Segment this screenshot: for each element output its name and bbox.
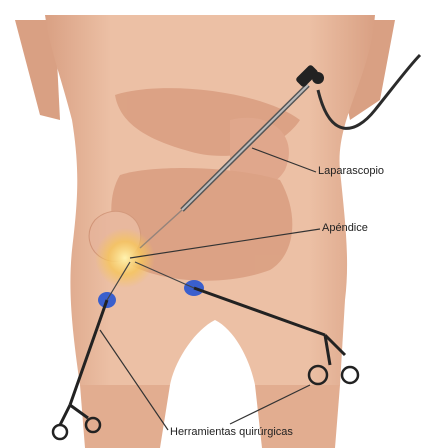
appendix-highlight <box>95 228 155 288</box>
label-laparoscope: Laparascopio <box>318 165 384 177</box>
label-appendix: Apéndice <box>322 222 368 234</box>
right-leg <box>255 385 340 448</box>
left-leg <box>80 385 170 448</box>
label-surgical-tools: Herramientas quirúrgicas <box>170 426 293 438</box>
